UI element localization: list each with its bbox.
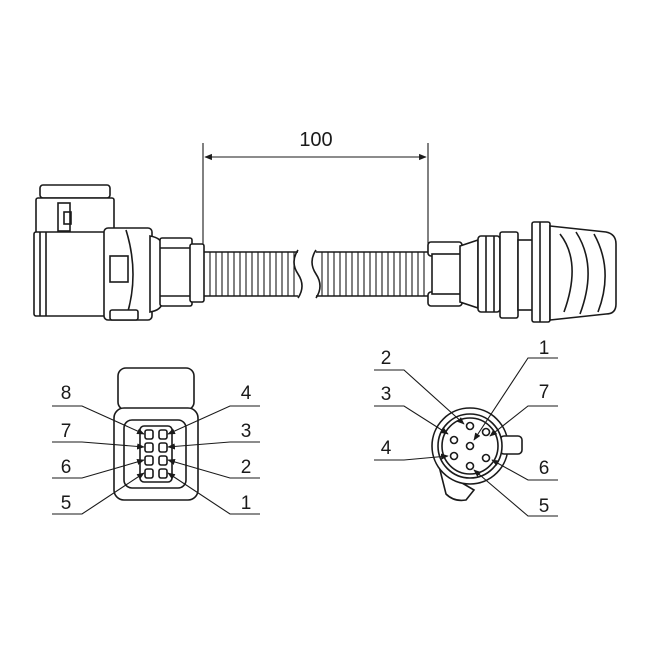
corrugated-tube — [204, 249, 428, 299]
round-pin-label: 5 — [539, 496, 550, 517]
rect-pin-label: 4 — [241, 383, 252, 404]
rect-pin-grid — [144, 429, 168, 479]
dimension-value: 100 — [299, 129, 332, 151]
break-mark-right — [311, 249, 321, 299]
round-connector-face-view: 2 3 4 1 7 6 5 — [374, 338, 558, 517]
left-connector-side-view — [33, 184, 205, 321]
rect-pin-label: 1 — [241, 493, 252, 514]
rect-pin-label: 6 — [61, 457, 72, 478]
dimension-100: 100 — [202, 129, 429, 252]
rect-pin-label: 3 — [241, 421, 252, 442]
rect-pin-label: 8 — [61, 383, 72, 404]
rect-pin-label: 5 — [61, 493, 72, 514]
rect-pin-label: 2 — [241, 457, 252, 478]
round-pin-label: 3 — [381, 384, 392, 405]
round-pin-label: 2 — [381, 348, 392, 369]
round-pin-label: 6 — [539, 458, 550, 479]
rect-connector-face-view: 8 7 6 5 4 3 2 1 — [52, 367, 260, 515]
break-mark-left — [293, 249, 303, 299]
round-pin-grid — [449, 421, 491, 471]
round-pin-label: 7 — [539, 382, 550, 403]
rect-pin-label: 7 — [61, 421, 72, 442]
round-pin-label: 4 — [381, 438, 392, 459]
right-connector-side-view — [427, 221, 617, 323]
round-pin-label: 1 — [539, 338, 550, 359]
